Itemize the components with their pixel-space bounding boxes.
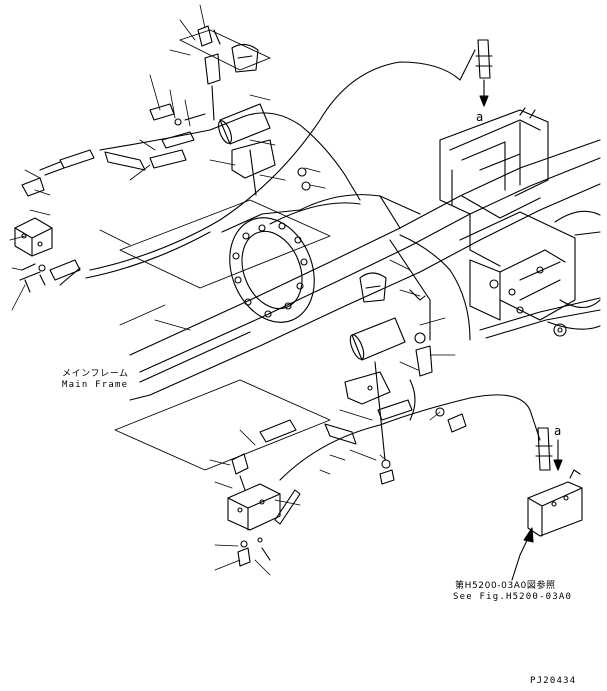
callout-letter-a-top: a <box>476 110 485 124</box>
centre-accumulator <box>344 272 467 485</box>
figure-reference-jp: 第H5200-03A0図参照 <box>455 581 556 591</box>
upper-left-fittings <box>14 103 206 293</box>
main-frame <box>129 139 601 401</box>
page-code: PJ20434 <box>530 676 577 686</box>
main-frame-label-en: Main Frame <box>62 380 129 390</box>
leader-lines <box>9 4 456 576</box>
lower-left-valve <box>227 419 357 567</box>
hose-lines <box>59 49 541 481</box>
callout-letter-a-bottom: a <box>554 424 563 438</box>
right-connectors <box>475 39 583 581</box>
section-planes <box>114 29 331 471</box>
upper-accumulator <box>197 25 311 196</box>
figure-reference-en: See Fig.H5200-03A0 <box>453 592 573 602</box>
front-bracket-assembly <box>439 107 601 339</box>
main-frame-label-jp: メインフレーム <box>62 369 129 379</box>
swing-ring-flange <box>229 217 315 323</box>
